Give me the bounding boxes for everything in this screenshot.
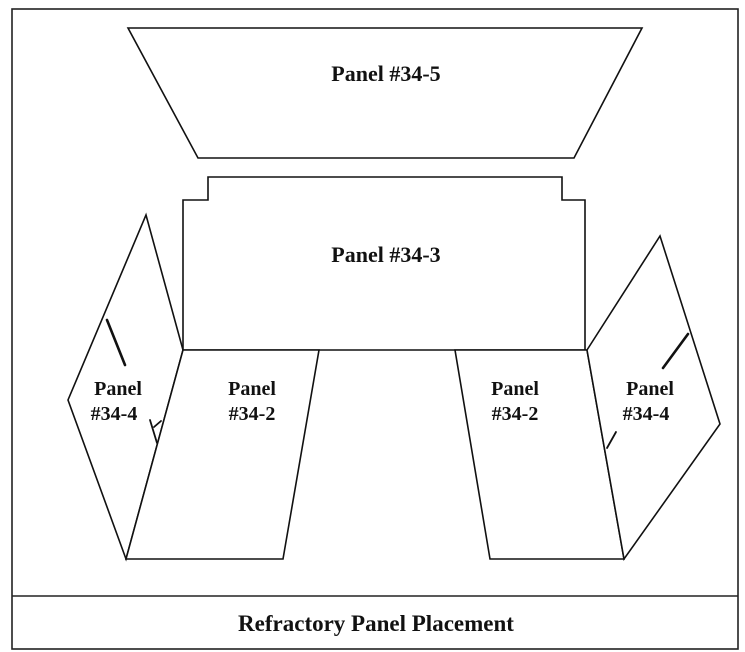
- panel-34-4-right-crack-mark-small: [606, 431, 617, 449]
- panel-34-4-right-label-line1: Panel: [626, 378, 674, 400]
- panel-34-4-left-label-line2: #34-4: [91, 403, 138, 425]
- diagram-caption: Refractory Panel Placement: [238, 611, 514, 636]
- panel-34-5: Panel #34-5: [126, 27, 644, 159]
- panel-34-3: Panel #34-3: [182, 176, 586, 351]
- panel-34-5-label: Panel #34-5: [331, 61, 440, 86]
- panel-34-2-right-label-line1: Panel: [491, 378, 539, 400]
- panel-34-4-left-crack-mark-tick: [153, 420, 162, 428]
- panel-34-3-label: Panel #34-3: [331, 242, 440, 267]
- panel-34-4-right-shape: [586, 234, 721, 562]
- diagram-frame: [11, 8, 739, 650]
- panel-34-2-left-label-line2: #34-2: [229, 403, 276, 425]
- panel-34-2-left: Panel #34-2: [124, 349, 320, 560]
- panel-34-2-left-label-line1: Panel: [228, 378, 276, 400]
- panel-34-5-shape: [126, 27, 644, 159]
- panel-34-2-right: Panel #34-2: [454, 349, 625, 560]
- panel-34-4-left-label-line1: Panel: [94, 378, 142, 400]
- panel-34-2-right-label-line2: #34-2: [492, 403, 539, 425]
- panel-34-2-left-shape: [124, 349, 320, 560]
- panel-34-4-left: Panel #34-4: [67, 212, 184, 562]
- panel-34-4-right-crack-mark: [661, 332, 690, 370]
- panel-34-4-left-crack-mark: [105, 318, 127, 367]
- panel-34-4-right: Panel #34-4: [586, 234, 721, 562]
- panel-34-4-left-crack-mark-small: [149, 419, 158, 444]
- panel-34-4-right-label-line2: #34-4: [623, 403, 670, 425]
